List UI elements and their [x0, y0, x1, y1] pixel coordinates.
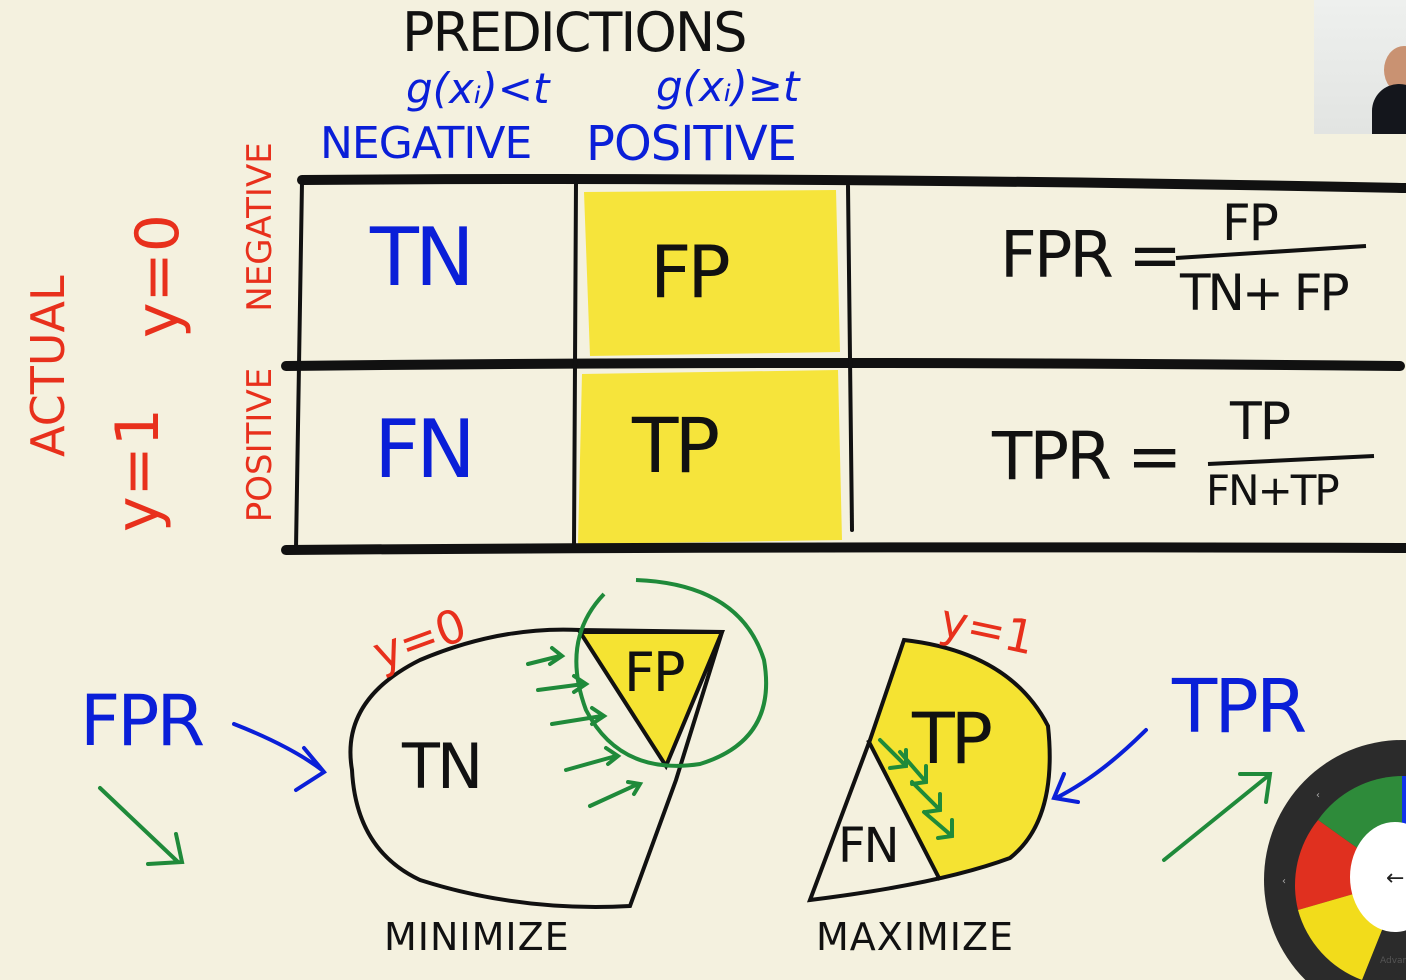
tpr-denominator: FN+TP — [1206, 466, 1340, 515]
positive-condition: g(xᵢ)≥t — [656, 62, 800, 111]
maximize-label: MAXIMIZE — [816, 915, 1015, 959]
bottom-left-tn-label: TN — [402, 730, 483, 803]
row1-y-label: y=1 — [102, 408, 173, 532]
back-arrow-icon[interactable]: ← — [1386, 866, 1405, 891]
row0-class-label: NEGATIVE — [240, 142, 280, 312]
minimize-label: MINIMIZE — [384, 915, 570, 959]
negative-column-label: NEGATIVE — [320, 118, 532, 169]
tpr-fraction-bar — [1207, 454, 1375, 466]
presenter-face — [1384, 46, 1406, 94]
fpr-green-down-arrow — [98, 786, 185, 866]
fpr-metric-label: FPR — [80, 680, 205, 762]
green-arrows-right — [878, 738, 954, 840]
cell-fp: FP — [650, 230, 731, 314]
tpr-formula-lhs: TPR = — [992, 418, 1182, 495]
matrix-grid — [281, 174, 1406, 555]
cell-tn: TN — [370, 211, 475, 304]
bottom-right-tp-label: TP — [912, 698, 993, 780]
green-arrows-left — [526, 646, 644, 808]
fpr-denominator: TN+ FP — [1180, 264, 1350, 322]
cell-tp: TP — [632, 401, 720, 490]
negative-condition: g(xᵢ)<t — [406, 64, 550, 113]
predictions-title: PREDICTIONS — [402, 1, 748, 64]
bottom-left-fp-label: FP — [624, 641, 686, 704]
fpr-fraction-bar — [1175, 244, 1367, 260]
svg-text:‹: ‹ — [1282, 876, 1286, 887]
fp-cell-highlight — [584, 190, 840, 356]
svg-text:‹: ‹ — [1316, 790, 1320, 801]
negatives-region-outline — [348, 627, 725, 909]
positive-column-label: POSITIVE — [586, 116, 797, 172]
row0-y-label: y=0 — [122, 214, 193, 338]
fpr-formula-lhs: FPR = — [1000, 219, 1182, 293]
actual-label: ACTUAL — [21, 275, 75, 457]
fpr-numerator: FP — [1222, 194, 1279, 252]
tp-region-fill — [870, 640, 1050, 880]
tpr-green-up-arrow — [1162, 772, 1273, 862]
bottom-right-fn-label: FN — [838, 818, 899, 874]
tpr-blue-arrow — [1051, 728, 1148, 804]
threshold-cut-line — [866, 739, 942, 881]
fpr-blue-arrow — [232, 722, 327, 792]
tp-cell-highlight — [578, 370, 842, 544]
webcam-video — [1314, 0, 1406, 134]
tpr-numerator: TP — [1230, 392, 1291, 452]
presenter-body — [1372, 84, 1406, 134]
cell-fn: FN — [374, 403, 476, 496]
fp-triangle — [576, 630, 726, 771]
positives-region-outline — [806, 637, 1052, 903]
advanced-label[interactable]: Advan — [1380, 956, 1406, 966]
row1-class-label: POSITIVE — [240, 367, 280, 523]
tpr-metric-label: TPR — [1172, 664, 1307, 750]
